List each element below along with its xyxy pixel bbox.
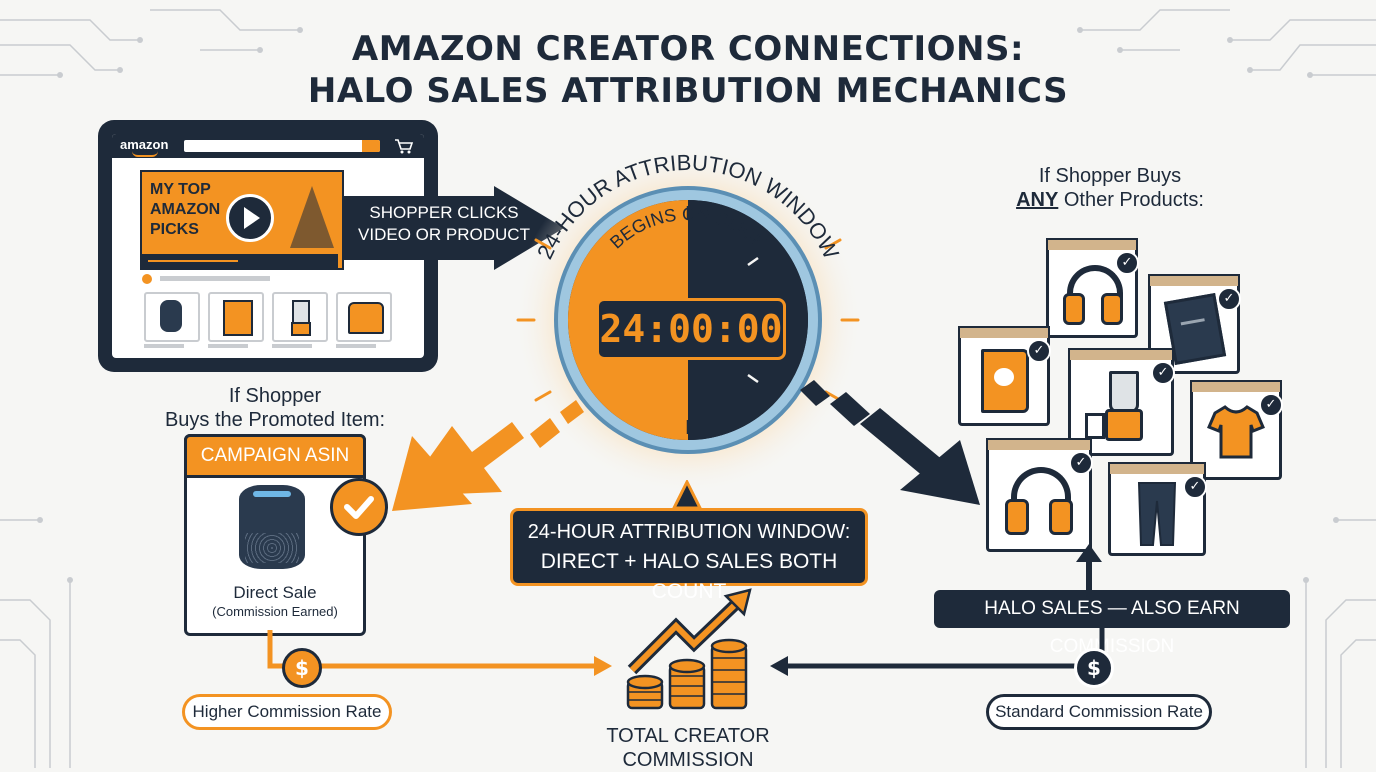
product-box-headphones-2: ✓ xyxy=(986,438,1093,552)
product-thumb-book[interactable] xyxy=(208,292,264,342)
smart-speaker-product xyxy=(239,485,305,569)
check-icon: ✓ xyxy=(1183,475,1207,499)
product-thumb-speaker[interactable] xyxy=(144,292,200,342)
right-heading-line-2: ANY Other Products: xyxy=(1000,188,1220,212)
amazon-logo-smile xyxy=(132,151,158,157)
video-title-line-2: AMAZON xyxy=(150,201,221,218)
timer-display: 24:00:00 xyxy=(599,307,783,351)
check-icon: ✓ xyxy=(1259,393,1283,417)
timer-display-box: 24:00:00 xyxy=(596,298,786,360)
standard-rate-label: Standard Commission Rate xyxy=(995,702,1203,721)
video-title-line-3: PICKS xyxy=(150,221,199,238)
higher-rate-label: Higher Commission Rate xyxy=(192,702,382,721)
product-box-jeans: ✓ xyxy=(1108,462,1207,556)
dollar-coin-right: $ xyxy=(1074,648,1114,688)
dollar-symbol-right: $ xyxy=(1087,656,1101,680)
check-icon: ✓ xyxy=(1217,287,1241,311)
check-icon: ✓ xyxy=(1115,251,1139,275)
right-heading-line-1: If Shopper Buys xyxy=(1038,165,1182,187)
campaign-asin-label: CAMPAIGN ASIN xyxy=(200,445,350,466)
video-title-line-1: MY TOP xyxy=(150,181,211,198)
halo-connector xyxy=(1076,544,1102,594)
check-icon xyxy=(330,478,388,536)
search-bar[interactable] xyxy=(184,140,380,152)
dollar-symbol-left: $ xyxy=(295,656,309,680)
product-box-book: ✓ xyxy=(958,326,1051,426)
click-label-line-2: VIDEO OR PRODUCT xyxy=(358,225,530,244)
video-player[interactable]: MY TOP AMAZON PICKS xyxy=(140,170,344,270)
dollar-coin-left: $ xyxy=(282,648,322,688)
right-branch-heading: If Shopper Buys ANY Other Products: xyxy=(1000,164,1220,212)
check-icon: ✓ xyxy=(1151,361,1175,385)
left-heading-line-2: Buys the Promoted Item: xyxy=(164,409,386,431)
halo-sales-label: HALO SALES — ALSO EARN COMMISSION xyxy=(984,598,1240,657)
title-line-2: HALO SALES ATTRIBUTION MECHANICS xyxy=(307,71,1069,111)
direct-sale-line-2: (Commission Earned) xyxy=(212,604,338,619)
amazon-logo: amazon xyxy=(120,137,169,152)
left-heading-line-1: If Shopper xyxy=(228,385,322,407)
video-thumbnail-figure xyxy=(290,186,334,248)
direct-sale-line-1: Direct Sale xyxy=(233,583,317,602)
check-icon: ✓ xyxy=(1069,451,1093,475)
direct-sale-label: Direct Sale (Commission Earned) xyxy=(187,583,363,621)
right-heading-any: ANY xyxy=(1016,189,1059,211)
trend-arrow-icon xyxy=(627,588,752,675)
attribution-note-box: 24-HOUR ATTRIBUTION WINDOW: DIRECT + HAL… xyxy=(510,508,868,603)
product-thumb-jacket[interactable] xyxy=(336,292,392,342)
video-meta-line xyxy=(160,276,270,281)
search-button[interactable] xyxy=(362,140,380,152)
left-branch-heading: If Shopper Buys the Promoted Item: xyxy=(150,384,400,432)
right-branch-arrow xyxy=(800,380,980,505)
coin-stack-icon xyxy=(626,638,748,710)
product-box-tshirt: ✓ xyxy=(1190,380,1283,480)
attribution-note-pointer xyxy=(672,480,702,510)
video-title: MY TOP AMAZON PICKS xyxy=(150,180,220,240)
click-arrow xyxy=(344,186,564,270)
tablet-device: amazon MY TOP AMAZON PICKS xyxy=(98,120,438,372)
tablet-screen: amazon MY TOP AMAZON PICKS xyxy=(112,134,424,358)
page-title: AMAZON CREATOR CONNECTIONS: HALO SALES A… xyxy=(0,28,1376,112)
timer-arc-labels: 24-HOUR ATTRIBUTION WINDOW BEGINS ON CLI… xyxy=(532,150,844,263)
campaign-asin-header: CAMPAIGN ASIN xyxy=(184,434,366,478)
check-icon: ✓ xyxy=(1027,339,1051,363)
attribution-note-line-2: DIRECT + HALO SALES BOTH COUNT xyxy=(540,550,838,603)
click-label: SHOPPER CLICKS VIDEO OR PRODUCT xyxy=(354,202,534,246)
amazon-header: amazon xyxy=(112,134,424,158)
thumb-captions xyxy=(144,344,384,348)
video-progress-bar[interactable] xyxy=(142,254,338,268)
product-box-headphones-1: ✓ xyxy=(1046,238,1139,338)
right-heading-rest: Other Products: xyxy=(1063,189,1204,211)
left-branch-arrow xyxy=(392,400,584,511)
product-thumb-blender[interactable] xyxy=(272,292,328,342)
title-line-1: AMAZON CREATOR CONNECTIONS: xyxy=(351,29,1025,69)
attribution-note-line-1: 24-HOUR ATTRIBUTION WINDOW: xyxy=(527,521,851,543)
play-icon[interactable] xyxy=(226,194,274,242)
standard-rate-pill: Standard Commission Rate xyxy=(986,694,1212,730)
total-commission-label: TOTAL CREATOR COMMISSION xyxy=(606,725,770,771)
click-label-line-1: SHOPPER CLICKS xyxy=(369,203,519,222)
campaign-asin-card: CAMPAIGN ASIN Direct Sale (Commission Ea… xyxy=(184,434,366,636)
product-box-blender: ✓ xyxy=(1068,348,1175,456)
cart-icon[interactable] xyxy=(394,138,414,154)
halo-sales-label-box: HALO SALES — ALSO EARN COMMISSION xyxy=(934,590,1290,657)
higher-rate-pill: Higher Commission Rate xyxy=(182,694,392,730)
channel-avatar xyxy=(142,274,152,284)
